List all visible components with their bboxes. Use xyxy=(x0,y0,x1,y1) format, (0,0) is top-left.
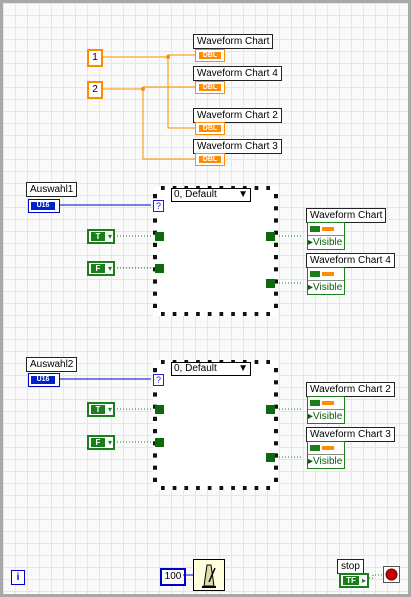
loop-condition[interactable] xyxy=(383,566,400,583)
arrow-icon: ▸ xyxy=(361,576,366,585)
property-node-header xyxy=(308,268,344,281)
auswahl2-label: Auswahl2 xyxy=(26,357,78,372)
arrow-icon: ▾ xyxy=(107,405,112,414)
prop-node-label: Waveform Chart 4 xyxy=(306,253,395,268)
case-tunnel xyxy=(155,232,164,241)
case-tunnel xyxy=(266,279,275,288)
info-icon[interactable]: i xyxy=(11,570,25,585)
bool-text: T xyxy=(91,232,105,241)
auswahl2-terminal[interactable]: U16 xyxy=(28,373,60,387)
stop-label: stop xyxy=(337,559,364,574)
wire-1-to-chart xyxy=(99,54,195,58)
property-text: Visible xyxy=(313,282,343,293)
dbl-type-text: DBL xyxy=(199,156,221,163)
chart2-dbl-terminal[interactable]: DBL xyxy=(195,122,225,135)
case-selector-text: 0, Default xyxy=(174,363,217,374)
chart-icon xyxy=(322,446,334,450)
dbl-type-text: DBL xyxy=(199,52,221,59)
chart3-label: Waveform Chart 3 xyxy=(193,139,282,154)
arrow-icon: ▾ xyxy=(107,264,112,273)
property-node-header xyxy=(308,397,344,410)
bool-icon xyxy=(310,400,320,406)
case-selector-1[interactable]: 0, Default ▼ xyxy=(171,188,251,202)
property-text: Visible xyxy=(313,456,343,467)
auswahl1-label: Auswahl1 xyxy=(26,182,78,197)
property-name: ▸Visible xyxy=(308,237,343,248)
bool-text: F xyxy=(91,438,105,447)
property-name: ▸Visible xyxy=(308,411,343,422)
dbl-type-text: DBL xyxy=(199,125,221,132)
case-tunnel xyxy=(266,232,275,241)
property-text: Visible xyxy=(313,411,343,422)
chart-icon xyxy=(322,227,334,231)
metronome-icon xyxy=(202,564,216,588)
chart4-label: Waveform Chart 4 xyxy=(193,66,282,81)
case-selector-2[interactable]: 0, Default ▼ xyxy=(171,362,251,376)
dropdown-arrow-icon[interactable]: ▼ xyxy=(238,189,248,200)
stop-button-icon xyxy=(385,568,398,581)
arrow-icon: ▾ xyxy=(107,438,112,447)
wire-2-to-chart3 xyxy=(142,89,195,160)
case-selector-text: 0, Default xyxy=(174,189,217,200)
case-tunnel xyxy=(155,264,164,273)
bool-text: F xyxy=(91,264,105,273)
property-node[interactable]: ▸Visible xyxy=(307,222,345,250)
bool-icon xyxy=(310,271,320,277)
wire-stop xyxy=(363,574,383,579)
bool-icon xyxy=(310,226,320,232)
false-constant[interactable]: F▾ xyxy=(87,435,115,450)
property-node[interactable]: ▸Visible xyxy=(307,441,345,469)
chart3-dbl-terminal[interactable]: DBL xyxy=(195,153,225,166)
dropdown-arrow-icon[interactable]: ▼ xyxy=(238,363,248,374)
bool-text: T xyxy=(91,405,105,414)
wire-junction xyxy=(141,87,145,91)
wait-ms-constant[interactable]: 100 xyxy=(160,568,186,586)
property-node-header xyxy=(308,223,344,236)
bool-icon xyxy=(310,445,320,451)
case-structure-1[interactable] xyxy=(153,186,278,316)
wire-2-to-chart4 xyxy=(99,86,195,90)
auswahl1-terminal[interactable]: U16 xyxy=(28,199,60,213)
wire-1-to-chart2 xyxy=(167,57,195,129)
numeric-constant-2[interactable]: 2 xyxy=(87,81,103,99)
property-name: ▸Visible xyxy=(308,282,343,293)
case-selector-terminal: ? xyxy=(153,200,164,212)
prop-node-label: Waveform Chart 2 xyxy=(306,382,395,397)
wire-junction xyxy=(166,55,170,59)
property-name: ▸Visible xyxy=(308,456,343,467)
false-constant[interactable]: F▾ xyxy=(87,261,115,276)
case-tunnel xyxy=(155,405,164,414)
case-tunnel xyxy=(266,405,275,414)
true-constant[interactable]: T▾ xyxy=(87,229,115,244)
dbl-type-text: DBL xyxy=(199,84,221,91)
u16-type-text: U16 xyxy=(31,376,55,384)
wait-function[interactable] xyxy=(193,559,225,591)
bool-text: TF xyxy=(343,576,359,585)
wire-wait xyxy=(183,574,193,576)
property-node[interactable]: ▸Visible xyxy=(307,396,345,424)
chart-dbl-terminal[interactable]: DBL xyxy=(195,49,225,62)
property-node[interactable]: ▸Visible xyxy=(307,267,345,295)
chart-label: Waveform Chart xyxy=(193,34,274,49)
property-node-header xyxy=(308,442,344,455)
prop-node-label: Waveform Chart xyxy=(306,208,387,223)
chart2-label: Waveform Chart 2 xyxy=(193,108,282,123)
chart-icon xyxy=(322,272,334,276)
case-tunnel xyxy=(155,438,164,447)
prop-node-label: Waveform Chart 3 xyxy=(306,427,395,442)
case-structure-2[interactable] xyxy=(153,360,278,490)
property-text: Visible xyxy=(313,237,343,248)
numeric-constant-1[interactable]: 1 xyxy=(87,49,103,67)
stop-terminal[interactable]: TF▸ xyxy=(339,573,369,588)
true-constant[interactable]: T▾ xyxy=(87,402,115,417)
arrow-icon: ▾ xyxy=(107,232,112,241)
u16-type-text: U16 xyxy=(31,202,55,210)
chart-icon xyxy=(322,401,334,405)
case-tunnel xyxy=(266,453,275,462)
case-selector-terminal: ? xyxy=(153,374,164,386)
chart4-dbl-terminal[interactable]: DBL xyxy=(195,81,225,94)
